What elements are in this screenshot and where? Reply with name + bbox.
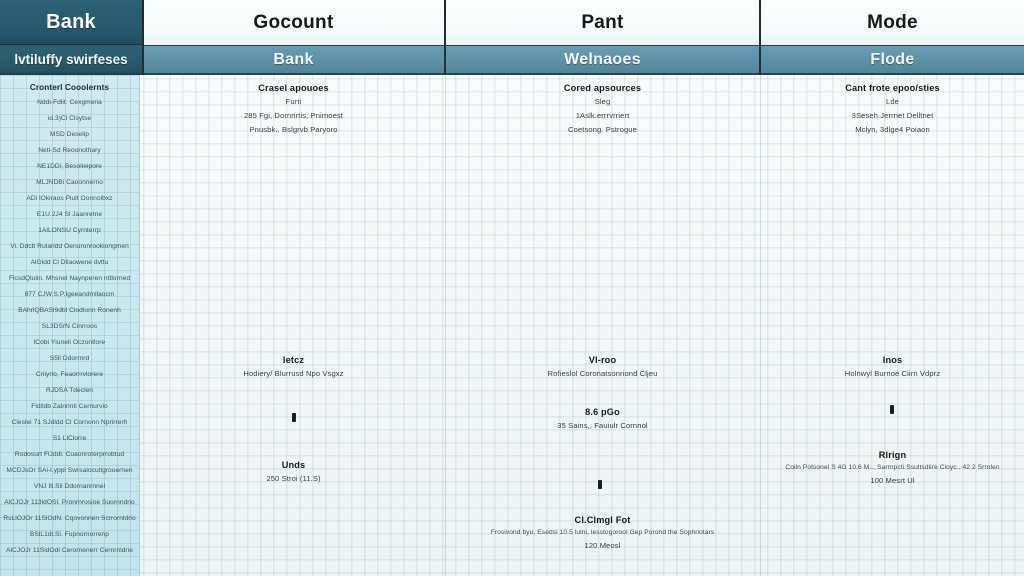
content-block-heading: Rlrign xyxy=(878,450,907,460)
sidebar-list-item[interactable]: Criiyrlo, Feaorrrvlorere xyxy=(35,371,104,378)
sidebar-list[interactable]: Cronterl Cooolernts Nddi-Fdlit. Cexgmeri… xyxy=(0,75,140,576)
content-marker xyxy=(889,405,894,414)
sidebar-list-item[interactable]: Cleslei 71 SJdldd Cl Cornonn Nprirrerh xyxy=(11,419,128,426)
sidebar-subheader-label: lvtiluffy swirfeses xyxy=(14,51,128,67)
sidebar-list-item[interactable]: Nddi-Fdlit. Cexgmeria xyxy=(37,99,102,106)
column-title-2[interactable]: Pant xyxy=(446,0,759,45)
content-line: 3Seseh Jerrnet Delltnet xyxy=(851,111,934,120)
content-block-heading: Vl-roo xyxy=(588,355,617,365)
content-line: 35 Sains,, Fauiulr Cornnol xyxy=(557,421,648,430)
sidebar-list-item[interactable]: AlCJOJr 11SldOdl Cerornenerr Cernrnldrie xyxy=(6,547,133,554)
sidebar-list-item[interactable]: BSlL1dl.Sl. Fupnornorrenp xyxy=(30,531,109,538)
sidebar-header-label: Bank xyxy=(46,10,96,33)
content-line: Lde xyxy=(886,97,899,106)
column-subtitle-label: Welnaoes xyxy=(564,51,641,68)
content-line: 100 Mesrt Ul xyxy=(870,476,915,485)
divider-sidebar-top xyxy=(142,0,144,75)
title-row-background xyxy=(0,0,1024,45)
column-title-label: Mode xyxy=(867,11,918,33)
content-line: Holnwyl Burnoe Ciirn Vdprz xyxy=(844,369,941,378)
column-subtitle-label: Flode xyxy=(870,51,915,68)
content-block-heading: Crasel apouoes xyxy=(258,83,329,93)
column-title-label: Gocount xyxy=(253,11,334,33)
content-line: 285 Fgi, Dornnrtis, Pnimoest xyxy=(243,111,344,120)
column-subtitle-3[interactable]: Flode xyxy=(761,45,1024,75)
sidebar-group-label: Cronterl Cooolernts xyxy=(29,83,110,92)
sidebar-list-item[interactable]: NE1DDi, Besolieipore xyxy=(37,163,102,170)
content-block-heading: Cl.Clmgl Fot xyxy=(574,515,631,525)
sidebar-list-item[interactable]: Vi. Ddcb Rularidd Oenuronrookiongmen xyxy=(10,243,129,250)
content-block-heading: 8.6 pGo xyxy=(585,407,620,417)
divider-col2-col3-top xyxy=(759,0,761,75)
sidebar-list-item[interactable]: 877 CJW.S.P.Igeeandmllaocm xyxy=(24,291,115,298)
sidebar-list-item[interactable]: S5ll Ddorrnrd xyxy=(49,355,90,362)
content-line: Coiln Potsonel S 4G 10.6 M.., Sarrnpcti … xyxy=(785,464,1000,471)
content-marker xyxy=(597,480,602,489)
sidebar-subheader[interactable]: lvtiluffy swirfeses xyxy=(0,45,142,75)
sidebar-list-item[interactable]: VNJ Ill.Sli Ddornanrnnel xyxy=(33,483,106,490)
sidebar-list-item[interactable]: RJDSA Tdeclen xyxy=(45,387,94,394)
content-line: 250 Stroi (11.S) xyxy=(266,474,321,483)
content-block-heading: Cant frote epoo/sties xyxy=(845,83,940,93)
sidebar-list-item[interactable]: MSD Deselip xyxy=(49,131,90,138)
sidebar-list-item[interactable]: ADi lOkiraos Piult Oonnolbxz xyxy=(26,195,113,202)
divider-col1-col2-body xyxy=(445,75,446,576)
content-line: Hodiery/ Blurrusd Npo Vsgxz xyxy=(243,369,344,378)
sidebar-list-item[interactable]: E1U.2J4 Sl Jaanretne xyxy=(36,211,103,218)
sidebar-header: Bank xyxy=(0,0,142,45)
content-block-heading: Unds xyxy=(281,460,306,470)
column-subtitle-1[interactable]: Bank xyxy=(143,45,444,75)
divider-col2-col3-body xyxy=(760,75,761,576)
content-line: Furti xyxy=(285,97,302,106)
sidebar-list-item[interactable]: FlcsdQlulin. Mhsnel Naynperen nttlorned xyxy=(8,275,131,282)
column-title-3[interactable]: Mode xyxy=(761,0,1024,45)
content-block-heading: letcz xyxy=(282,355,305,365)
sidebar-list-item[interactable]: lCobi Yluneli Oczontlore xyxy=(33,339,106,346)
content-line: 120 Meosl xyxy=(584,541,621,550)
sidebar-list-item[interactable]: RsLlOJOr 11SlOdN. Cqovonnen Scrrornldrio xyxy=(3,515,136,522)
sidebar-list-item[interactable]: AlGldd Cl Dllaowene dvttu xyxy=(30,259,109,266)
content-line: Sleg xyxy=(594,97,611,106)
sidebar-list-item[interactable]: AlCJOJr 113ldOSl. Pronrnrosioe Suornndri… xyxy=(4,499,135,506)
sidebar-list-item[interactable]: S1 LlClorre xyxy=(52,435,87,442)
sidebar-list-item[interactable]: id.3)Cl Clsytse xyxy=(47,115,92,122)
sidebar-list-item[interactable]: Netl-Sd Reoonothary xyxy=(38,147,101,154)
content-block-heading: Cored apsources xyxy=(563,83,642,93)
sidebar-list-item[interactable]: Fldlldb Zalnrinti Cernurvio xyxy=(31,403,108,410)
content-line: Coetsong. Pstrogue xyxy=(568,125,637,134)
content-block-heading: lnos xyxy=(882,355,903,365)
content-line: Pnusbk., Bslgrvb Paryoro xyxy=(249,125,338,134)
sidebar-list-item[interactable]: MCDJsOr SAi-l.yppl Swrsalocutlgrooernen xyxy=(6,467,133,474)
divider-col1-col2-top xyxy=(444,0,446,75)
content-block: 8.6 pGo 35 Sains,, Fauiulr Cornnol xyxy=(446,407,759,433)
sidebar-list-item[interactable]: BAhrlQBASl9dbl Clodlonn Ronenh xyxy=(18,307,121,314)
sidebar-list-item[interactable]: 1AlLONSU Cyrnterrp xyxy=(38,227,101,234)
content-marker xyxy=(291,413,296,422)
sidebar-list-item[interactable]: MLJNDBi Caoonnerno xyxy=(36,179,103,186)
subtitle-row-background xyxy=(0,45,1024,75)
sidebar-list-item[interactable]: SL3DSrN Cinrroos xyxy=(41,323,98,330)
column-subtitle-label: Bank xyxy=(273,51,314,68)
content-line: Frosivond byu, Esedsi 10.5 lulni, lessto… xyxy=(490,529,715,536)
column-title-label: Pant xyxy=(581,11,624,33)
content-line: 1Aslk.errrvrriert xyxy=(575,111,630,120)
content-block: Unds 250 Stroi (11.S) xyxy=(143,460,444,486)
content-line: Rofieslol Coronatsonriond Cljeu xyxy=(547,369,658,378)
column-title-1[interactable]: Gocount xyxy=(143,0,444,45)
content-line: Mclyn, 3dlge4 Poiaon xyxy=(855,125,930,134)
sidebar-list-item[interactable]: Rodosurt FlJddl. Cuaonroterprrobtud xyxy=(14,451,125,458)
column-subtitle-2[interactable]: Welnaoes xyxy=(446,45,759,75)
